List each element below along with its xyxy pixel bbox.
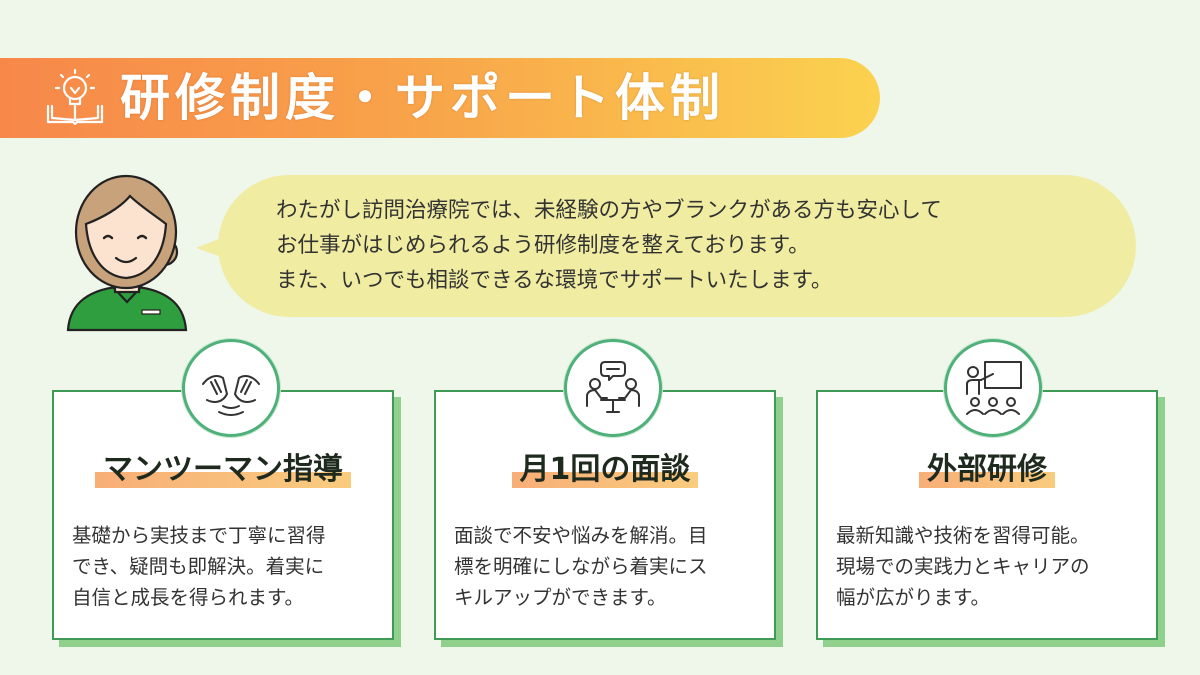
card-description: 面談で不安や悩みを解消。目 標を明確にしながら着実にス キルアップができます。 (454, 524, 708, 609)
hands-icon (202, 375, 260, 416)
card-title: 外部研修 (919, 450, 1055, 490)
card-title: マンツーマン指導 (95, 450, 351, 490)
presentation-icon (966, 361, 1022, 415)
card-description: 最新知識や技術を習得可能。 現場での実践力とキャリアの 幅が広がります。 (836, 524, 1090, 609)
card-title: 月1回の面談 (511, 450, 699, 490)
intro-line: また、いつでも相談できるな環境でサポートいたします。 (276, 268, 833, 293)
card-icon-circle (564, 339, 662, 437)
card-description: 基礎から実技まで丁寧に習得 でき、疑問も即解決。着実に 自信と成長を得られます。 (72, 524, 326, 609)
lightbulb-book-icon (46, 68, 104, 126)
header-banner: 研修制度・サポート体制 (0, 58, 880, 138)
intro-text: わたがし訪問治療院では、未経験の方やブランクがある方も安心して お仕事がはじめら… (276, 193, 1116, 298)
page-title: 研修制度・サポート体制 (120, 69, 725, 127)
intro-line: お仕事がはじめられるよう研修制度を整えております。 (276, 233, 810, 258)
intro-line: わたがし訪問治療院では、未経験の方やブランクがある方も安心して (276, 198, 942, 223)
staff-avatar (66, 174, 188, 332)
meeting-icon (586, 361, 640, 413)
card-icon-circle (944, 339, 1042, 437)
speech-bubble: わたがし訪問治療院では、未経験の方やブランクがある方も安心して お仕事がはじめら… (218, 175, 1136, 317)
card-icon-circle (182, 339, 280, 437)
